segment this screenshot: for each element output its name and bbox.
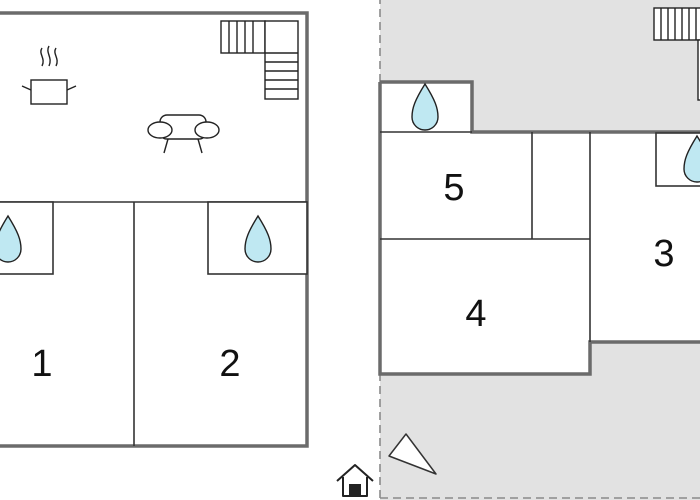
bathroom-room-2 — [207, 201, 308, 275]
upper-floor-plan: 5 4 3 — [378, 0, 700, 500]
room-label-5: 5 — [443, 167, 464, 209]
building-walls — [378, 80, 700, 376]
water-drop-icon — [683, 134, 700, 183]
sofa-icon — [147, 114, 220, 154]
house-entrance-icon — [336, 464, 374, 497]
room-label-4: 4 — [465, 293, 486, 335]
water-drop-icon — [244, 214, 272, 263]
staircase-icon — [653, 7, 700, 101]
bathroom-room-1 — [0, 201, 54, 275]
interior-walls — [380, 131, 591, 342]
water-drop-icon — [0, 214, 22, 263]
building-floor — [380, 82, 700, 374]
staircase-icon — [220, 20, 299, 100]
bathroom-room-3 — [655, 132, 700, 187]
cooking-pot-icon — [21, 45, 77, 105]
room-label-2: 2 — [219, 343, 240, 385]
ground-floor-plan: 1 2 — [0, 11, 309, 448]
bathroom-upper-left — [411, 82, 439, 131]
room-label-1: 1 — [31, 343, 52, 385]
water-drop-icon — [411, 82, 439, 131]
north-arrow-icon — [388, 433, 437, 475]
room-label-3: 3 — [653, 233, 674, 275]
